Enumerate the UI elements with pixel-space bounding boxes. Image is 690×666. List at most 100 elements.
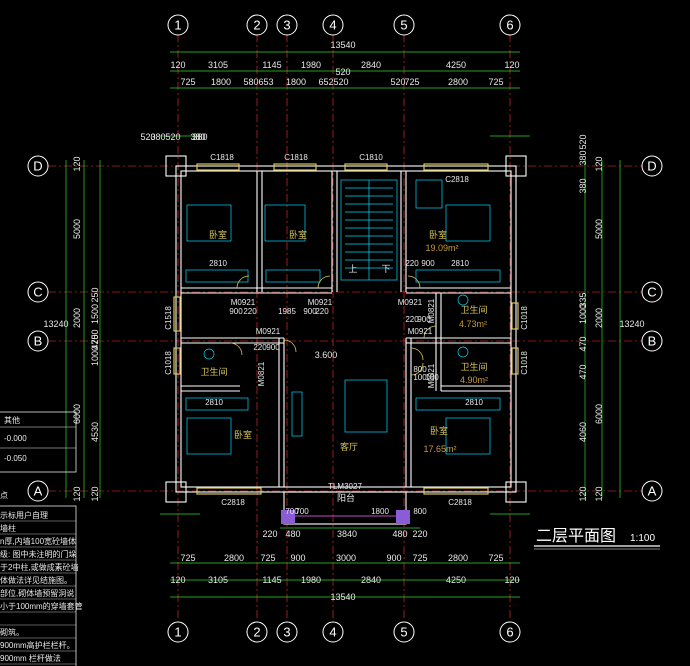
door-dim-10: 900	[266, 343, 280, 352]
dim-top_dims-row2-5: 652	[318, 77, 333, 87]
axis-gridlines	[48, 34, 642, 620]
window-c1818-b	[273, 163, 317, 171]
notes-line-2: n厚,内墙100宽砼墙体	[0, 536, 76, 546]
room-bath-right-top-area: 4.73m²	[459, 319, 487, 329]
dim-top_dims-row2-0: 725	[180, 77, 195, 87]
axis-bubble-bottom-1: 1	[167, 621, 189, 643]
door-dim-0: 900	[229, 307, 243, 316]
window-c1018-left	[173, 347, 181, 375]
door-swing-4	[229, 342, 243, 356]
room-labels: 卧室 卧室 卧室 19.09m² 卧室 卧室 17.65m² 卫生间 卫生间 4…	[200, 229, 488, 503]
dim-bottom_dims-row3-3: 480	[392, 529, 407, 539]
bed-bl	[186, 417, 232, 455]
notes-line-5: 体做法详见结施图。	[0, 575, 72, 585]
corner-column-bl	[165, 481, 187, 503]
window-label-right-1: C1018	[520, 306, 529, 330]
dim-right_dims-row2-6: 380	[578, 150, 588, 165]
dim-bottom_dims-row1-6: 120	[504, 575, 519, 585]
door-labels: M0921 M0921 M0921 M0921 M0921 M0821 M082…	[231, 298, 436, 388]
notes-line-10: 900mm高护栏栏杆。	[0, 640, 75, 650]
legend-header: 其他	[4, 415, 20, 425]
door-swing-2	[317, 275, 331, 289]
dim-left_dims-side-4: 380	[192, 132, 207, 142]
dim-top_dims-row2-2: 580	[243, 77, 258, 87]
room-bedroom-tr-area: 19.09m²	[425, 243, 458, 253]
window-label-bottom-1: C2818	[221, 498, 245, 507]
dim-left_dims-side-2: 380	[150, 132, 165, 142]
axis-bubble-right-B: B	[641, 330, 663, 352]
dim-left_dims-row2-3: 470	[90, 334, 100, 349]
door-dim-1: 220	[243, 307, 257, 316]
dim-bottom_dims-row3-4: 220	[412, 529, 427, 539]
legend-value-1: -0.000	[4, 434, 27, 443]
window-label-left-2: C1018	[164, 351, 173, 375]
tv-cabinet	[291, 391, 303, 437]
dim-bottom_dims-row1-5: 4250	[446, 575, 466, 585]
dim-left_dims-row2-5: 120	[90, 486, 100, 501]
notes-line-9: 砌筑。	[0, 627, 24, 637]
dim-left_dims-row2-4: 4530	[90, 422, 100, 442]
door-label-8: M0821	[427, 363, 436, 388]
outer-wall-inner	[180, 170, 512, 488]
wardrobe-label-1: 2810	[209, 259, 227, 268]
axis-bubble-left-B-label: B	[34, 334, 43, 349]
dim-bottom_dims-row3-2: 3840	[337, 529, 357, 539]
dim-right_dims-row1-3: 120	[594, 156, 604, 171]
axis-bubble-bottom-6-label: 6	[506, 625, 513, 640]
legend-table	[0, 411, 77, 473]
door-dim-5: 220	[405, 315, 419, 324]
desk-chair	[415, 179, 443, 209]
dim-right_dims-row2-3: 470	[578, 364, 588, 379]
notes-box	[0, 505, 77, 666]
axis-bubble-top-1-label: 1	[174, 18, 181, 33]
axis-bubble-bottom-2-label: 2	[253, 625, 260, 640]
dim-left_dims-side-3: 520	[140, 132, 155, 142]
dim-right_dims-row2-7: 520	[578, 134, 588, 149]
windows	[173, 163, 519, 495]
axis-bubble-top-3-label: 3	[283, 18, 290, 33]
dim-bottom_dims-row2-3: 900	[290, 553, 305, 563]
room-bath-right-top: 卫生间	[460, 304, 487, 315]
stair-up: 上	[348, 264, 357, 274]
balcony-pillar-left	[281, 510, 295, 524]
dim-bottom_dims-row3-0: 220	[262, 529, 277, 539]
window-c1810	[344, 163, 388, 171]
window-c1818-a	[196, 163, 240, 171]
dim-left_dims-row1-3: 120	[72, 156, 82, 171]
wardrobe-br	[415, 397, 501, 411]
axis-bubble-bottom-6: 6	[499, 621, 521, 643]
dim-right_dims-row2-4: 335	[578, 292, 588, 307]
dim-bottom_dims-row1-1: 3105	[208, 575, 228, 585]
dim-left_dims-row2-1: 250	[90, 287, 100, 302]
door-dim-15: 100	[425, 373, 439, 382]
plan-scale: 1:100	[630, 533, 655, 544]
door-dim-14: 100	[413, 373, 427, 382]
axis-bubble-right-C-label: C	[647, 285, 656, 300]
axis-bubble-right-A: A	[641, 480, 663, 502]
dim-right_dims-overall: 13240	[619, 319, 644, 329]
door-dim-3: 900	[303, 307, 317, 316]
notes-title: 点	[0, 491, 8, 500]
door-label-7: M0821	[257, 361, 266, 386]
window-label-left-1: C1518	[164, 306, 173, 330]
notes-line-1: 墙柱	[0, 523, 16, 533]
window-label-top-2: C1818	[284, 153, 308, 162]
window-label-top-3: C1810	[359, 153, 383, 162]
door-dim-12: 700	[295, 507, 309, 516]
door-label-1: M0921	[231, 298, 256, 307]
dim-left_dims-row1-1: 2000	[72, 308, 82, 328]
dim-top_dims-row2-7: 520	[390, 77, 405, 87]
room-bath-right-bottom-area: 4.90m²	[460, 375, 488, 385]
dim-top_dims-row1-6: 120	[504, 60, 519, 70]
axis-bubble-right-D-label: D	[647, 159, 656, 174]
dimension-lines	[65, 51, 621, 598]
wardrobe-label-2: 2810	[451, 259, 469, 268]
axis-bubble-bottom-1-label: 1	[174, 625, 181, 640]
legend-value-2: -0.050	[4, 454, 27, 463]
axis-bubble-left-B: B	[27, 330, 49, 352]
axis-bubble-left-A-label: A	[34, 484, 43, 499]
door-swing-1	[236, 275, 250, 289]
